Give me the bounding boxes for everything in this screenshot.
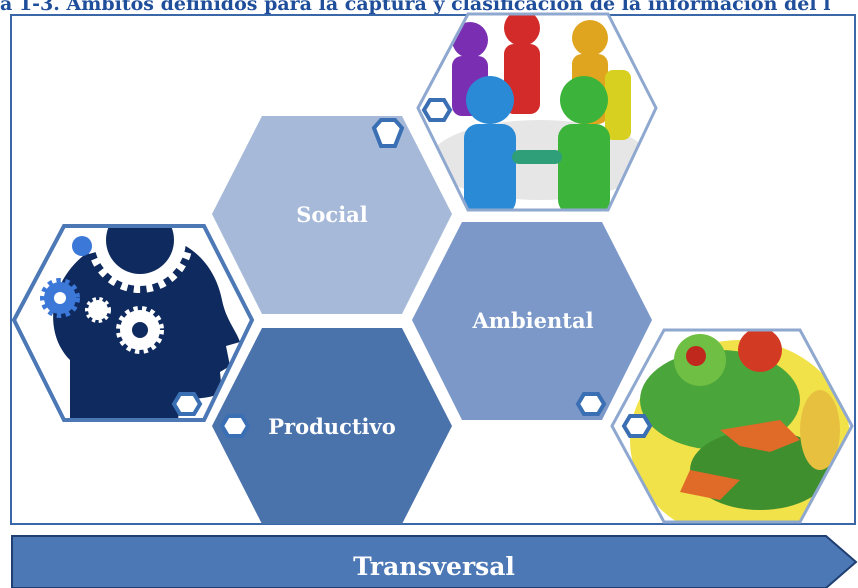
- ambiental-label: Ambiental: [471, 308, 593, 333]
- people-badge-icon: [421, 98, 453, 122]
- figure-title: a 1-3. Ámbitos definidos para la captura…: [0, 0, 831, 15]
- transversal-label: Transversal: [353, 552, 515, 581]
- ambiental-badge-icon: [575, 392, 607, 416]
- head-badge-icon: [171, 392, 203, 416]
- frog-badge-icon: [621, 414, 653, 438]
- social-badge-icon: [371, 118, 405, 148]
- head-gears-image: [11, 224, 255, 422]
- productivo-badge-icon: [219, 414, 251, 438]
- productivo-hexagon: Productivo: [212, 328, 452, 524]
- people-circle-image: [416, 12, 658, 212]
- transversal-arrow: Transversal: [11, 535, 858, 588]
- social-label: Social: [296, 202, 368, 227]
- productivo-label: Productivo: [268, 414, 396, 439]
- social-hexagon: Social: [212, 116, 452, 314]
- frog-image: [610, 328, 854, 524]
- diagram-frame: [10, 14, 856, 525]
- ambiental-hexagon: Ambiental: [412, 222, 652, 420]
